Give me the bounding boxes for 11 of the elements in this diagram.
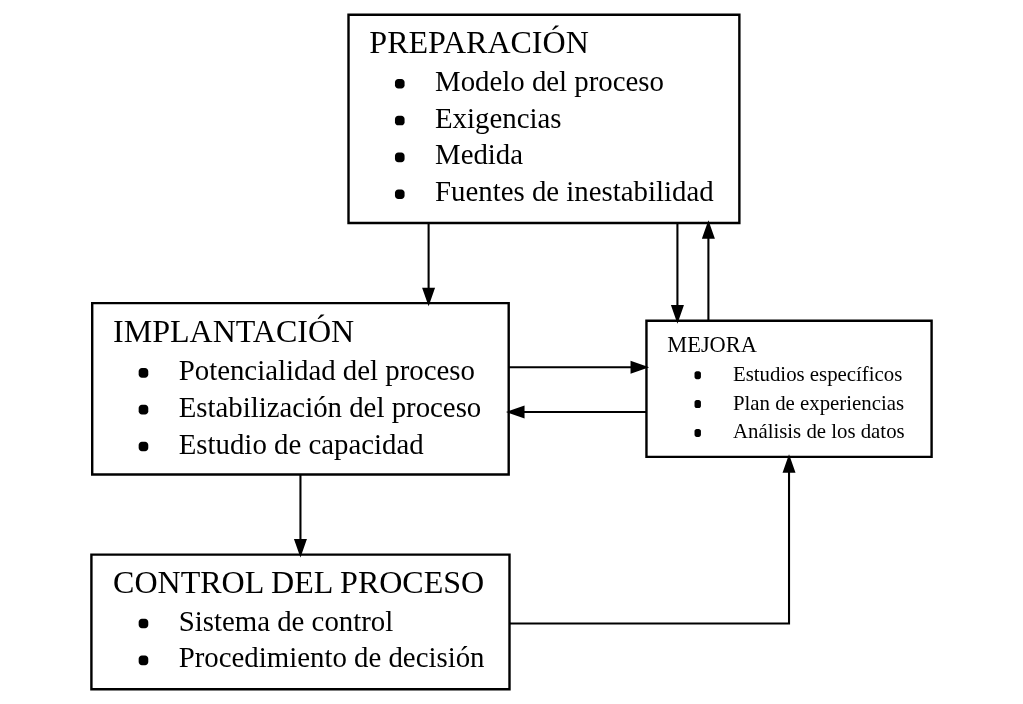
arrow	[293, 475, 307, 558]
arrow	[701, 220, 715, 321]
node-box: MEJORA Estudios específicos Plan de experiencias Análisis de los datos	[645, 319, 933, 459]
node-box: PREPARACIÓN Modelo del proceso Exigencias Medida Fuentes de inestabilidad	[347, 13, 741, 225]
arrow	[422, 223, 436, 307]
node-box: CONTROL DEL PROCESO Sistema de control Procedimiento de decisión	[90, 553, 511, 691]
node-box: IMPLANTACIÓN Potencialidad del proceso Estabilización del proceso Estudio de capacidad	[91, 301, 510, 476]
arrow	[505, 405, 647, 419]
arrow	[509, 454, 796, 625]
arrow	[509, 360, 650, 374]
arrow	[670, 223, 684, 324]
